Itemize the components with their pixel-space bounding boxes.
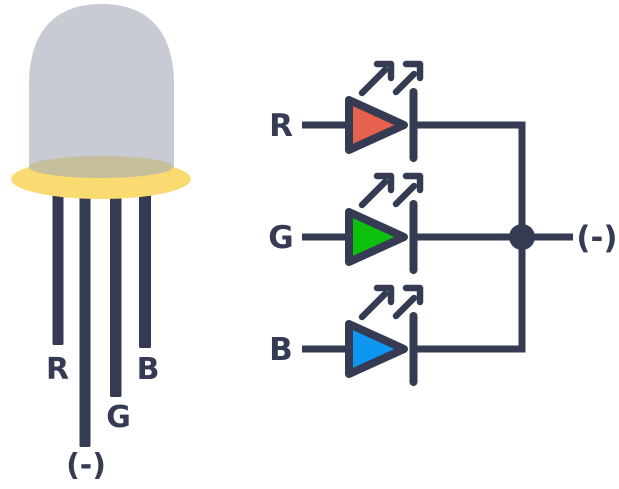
diode-triangle-blue: [345, 320, 408, 378]
pin-label-g: G: [106, 400, 131, 435]
pin-label-b: B: [137, 352, 160, 387]
emission-arrows-icon: [358, 60, 424, 97]
schematic-label-common-cathode: (-): [576, 220, 617, 256]
emission-arrows-icon: [358, 284, 424, 321]
led-symbol-red: [302, 60, 424, 162]
pin-g-lead: [110, 185, 122, 397]
physical-led: R B G (-): [11, 4, 191, 483]
pin-label-r: R: [46, 352, 69, 387]
pin-b-lead: [139, 185, 151, 348]
schematic-label-r: R: [269, 108, 293, 144]
led-dome-base: [29, 156, 173, 178]
schematic-label-g: G: [268, 220, 293, 256]
led-symbol-blue: [302, 284, 424, 386]
led-symbol-green: [302, 172, 424, 274]
schematic-labels: R G B (-): [268, 108, 617, 368]
pin-cathode-lead: [79, 185, 91, 447]
junction-dot: [509, 224, 535, 250]
schematic-label-b: B: [269, 332, 293, 368]
diode-triangle-red: [345, 96, 408, 154]
schematic: [302, 60, 573, 386]
pin-r-lead: [52, 185, 64, 345]
emission-arrows-icon: [358, 172, 424, 209]
diode-triangle-green: [345, 208, 408, 266]
led-dome: [29, 4, 174, 171]
pin-label-cathode: (-): [66, 448, 106, 483]
